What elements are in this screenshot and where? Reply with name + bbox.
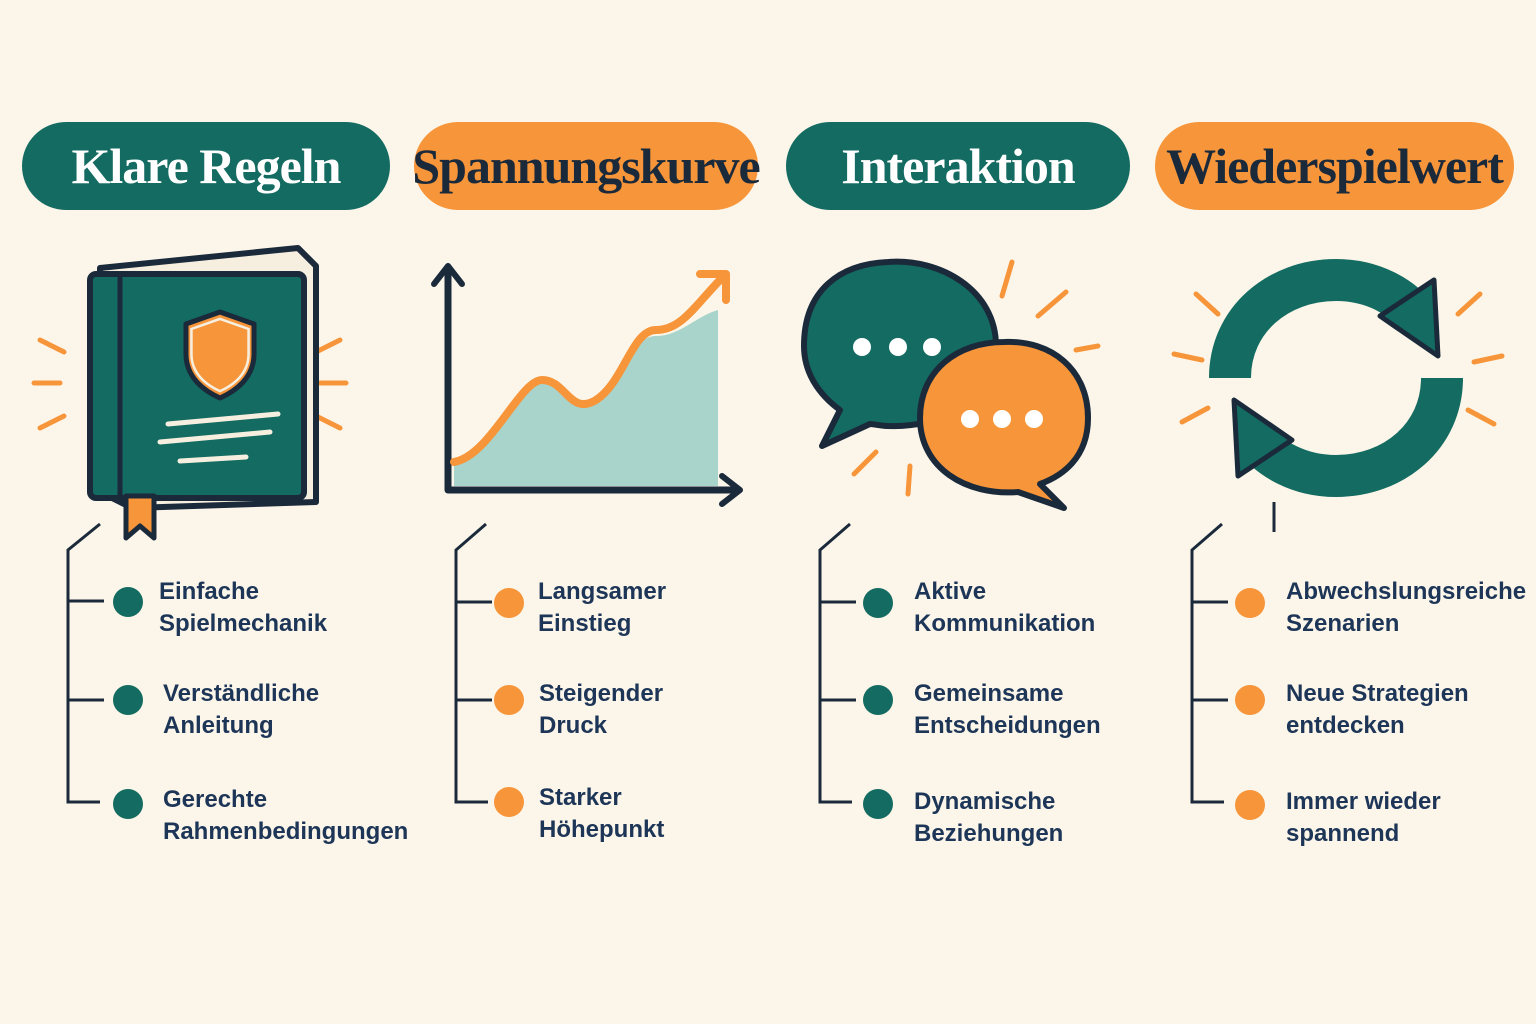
connector-tree xyxy=(818,522,856,804)
bullet-dot xyxy=(113,789,143,819)
bullet-dot xyxy=(1235,685,1265,715)
rulebook-shield-icon xyxy=(31,245,349,541)
heading-label: Klare Regeln xyxy=(71,138,342,194)
heading-label: Spannungskurve xyxy=(412,138,760,194)
bullet-dot xyxy=(863,685,893,715)
connector-tree xyxy=(1190,522,1228,804)
bullet-dot xyxy=(113,685,143,715)
bullet-dot xyxy=(113,587,143,617)
bullet-dot xyxy=(1235,588,1265,618)
heading-label: Interaktion xyxy=(841,138,1075,194)
bullet-dot xyxy=(863,588,893,618)
speech-bubbles-icon xyxy=(801,258,1101,511)
heading-pill-spannungskurve: Spannungskurve xyxy=(412,122,761,210)
bullet-dot xyxy=(494,588,524,618)
heading-pill-wiederspielwert: Wiederspielwert xyxy=(1155,122,1514,210)
bullet-dot xyxy=(863,789,893,819)
heading-pill-interaktion: Interaktion xyxy=(786,122,1130,210)
heading-label: Wiederspielwert xyxy=(1166,138,1504,194)
heading-pill-klare-regeln: Klare Regeln xyxy=(22,122,390,210)
bullet-dot xyxy=(494,685,524,715)
refresh-cycle-icon xyxy=(1171,258,1505,532)
connector-tree xyxy=(454,522,492,804)
rising-curve-chart-icon xyxy=(431,263,743,507)
bullet-dot xyxy=(494,787,524,817)
bullet-dot xyxy=(1235,790,1265,820)
connector-tree xyxy=(66,522,104,804)
